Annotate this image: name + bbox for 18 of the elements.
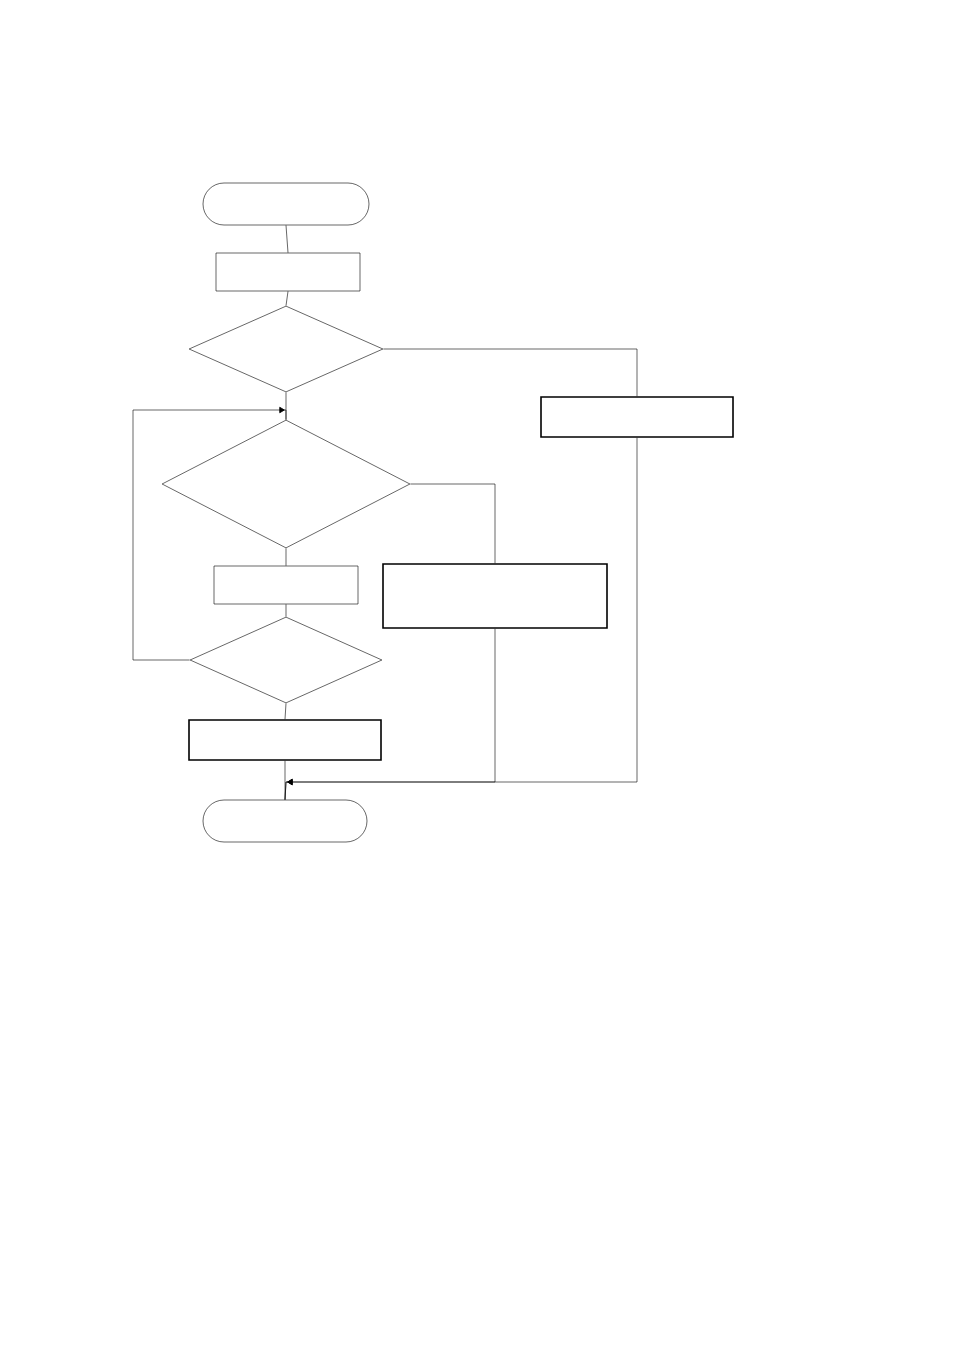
connector-line [410,483,496,564]
connector-line [285,291,289,306]
process-box [188,719,382,761]
connector-line [285,225,289,253]
arrow [284,437,638,800]
process-box [215,252,361,292]
connector-line [285,548,287,566]
connector-line [284,760,286,800]
process-box [382,563,608,629]
decision-diamond [161,419,411,549]
process-box [213,565,359,605]
process-box [540,396,734,438]
decision-diamond [188,305,384,393]
arrow [132,406,287,661]
connector-line [285,604,287,617]
connector-line [383,348,638,397]
connector-line [284,703,287,720]
decision-diamond [189,616,383,704]
